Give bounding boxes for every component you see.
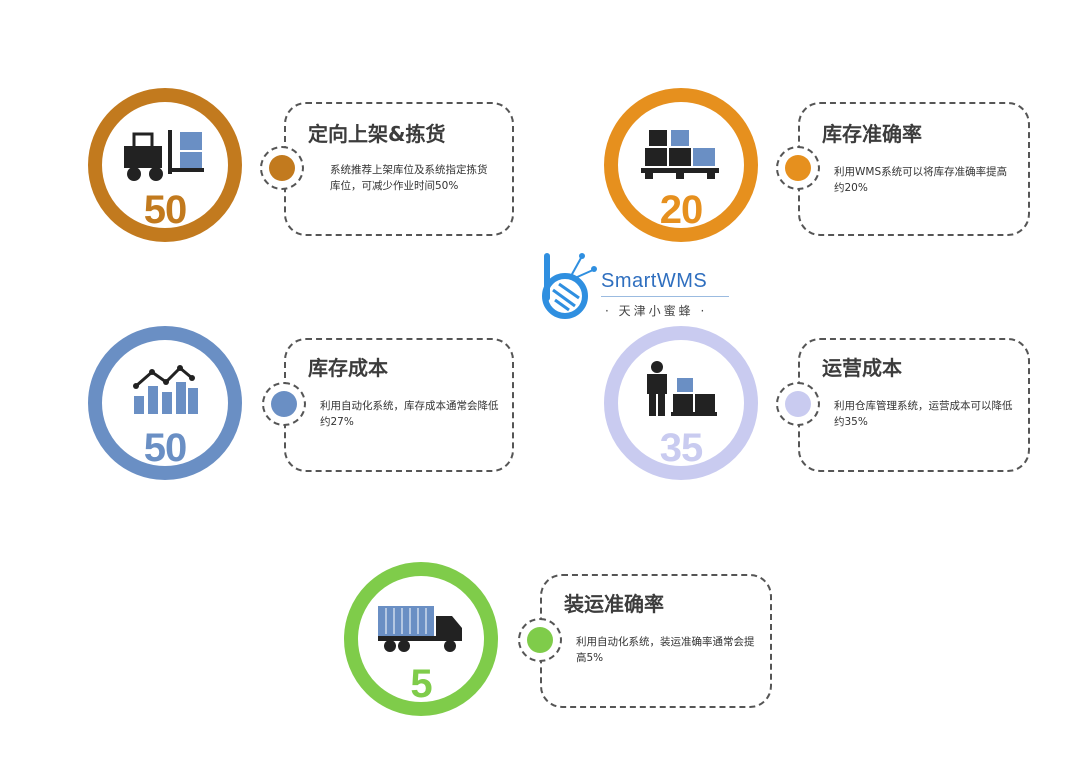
worker-boxes-icon [647, 361, 717, 416]
truck-icon [378, 606, 462, 652]
card-title: 运营成本 [822, 356, 902, 380]
info-box: 装运准确率 利用自动化系统，装运准确率通常会提高5% [540, 574, 772, 708]
stat-value: 20 [659, 188, 704, 232]
card-description: 利用仓库管理系统，运营成本可以降低约35% [834, 400, 1013, 428]
forklift-icon [124, 130, 204, 181]
card-description: 利用自动化系统，库存成本通常会降低约27% [320, 400, 499, 428]
info-box: 运营成本 利用仓库管理系统，运营成本可以降低约35% [798, 338, 1030, 472]
bar-line-chart-icon [133, 365, 198, 414]
connector-dot [262, 382, 306, 426]
info-box: 定向上架&拣货 系统推荐上架库位及系统指定拣货库位，可减少作业时间50% [284, 102, 514, 236]
card-description: 系统推荐上架库位及系统指定拣货库位，可减少作业时间50% [330, 164, 488, 192]
card-title: 库存成本 [308, 356, 388, 380]
stat-value: 50 [143, 426, 188, 470]
stat-value: 35 [659, 426, 704, 470]
card-description: 利用WMS系统可以将库存准确率提高约20% [834, 166, 1008, 194]
stat-value: 50 [143, 188, 188, 232]
card-title: 定向上架&拣货 [308, 122, 446, 146]
stat-ring: 20 [604, 88, 758, 242]
card-description: 利用自动化系统，装运准确率通常会提高5% [576, 636, 755, 664]
logo-divider [601, 296, 729, 297]
stat-ring: 5 [344, 562, 498, 716]
info-box: 库存成本 利用自动化系统，库存成本通常会降低约27% [284, 338, 514, 472]
stat-ring: 50 [88, 88, 242, 242]
connector-dot [776, 382, 820, 426]
connector-dot [518, 618, 562, 662]
logo-subtitle: · 天津小蜜蜂 · [605, 304, 708, 318]
pallet-boxes-icon [641, 130, 719, 179]
smartwms-logo: SmartWMS · 天津小蜜蜂 · [535, 250, 735, 322]
bee-logo-icon [542, 253, 597, 319]
info-box: 库存准确率 利用WMS系统可以将库存准确率提高约20% [798, 102, 1030, 236]
card-title: 库存准确率 [822, 122, 922, 146]
connector-dot [776, 146, 820, 190]
card-title: 装运准确率 [564, 592, 664, 616]
stat-ring: 35 [604, 326, 758, 480]
stat-value: 5 [410, 662, 432, 706]
stat-ring: 50 [88, 326, 242, 480]
connector-dot [260, 146, 304, 190]
logo-brand: SmartWMS [601, 270, 708, 292]
